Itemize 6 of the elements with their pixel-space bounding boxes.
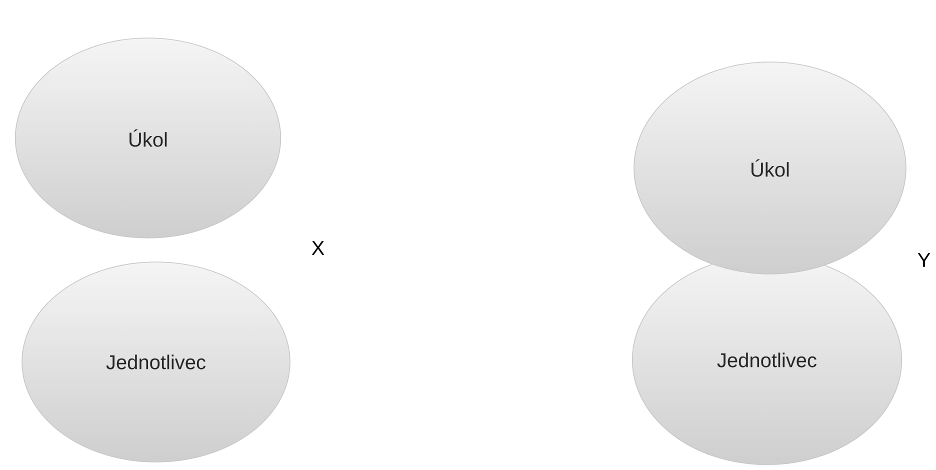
letter-label: Y <box>918 253 930 267</box>
ellipse-node: Úkol <box>634 62 906 274</box>
ellipse-node: Úkol <box>14 38 282 238</box>
ellipse-node: Jednotlivec <box>632 254 902 466</box>
letter-label: X <box>312 241 324 255</box>
ellipse-node: Jednotlivec <box>22 262 290 462</box>
